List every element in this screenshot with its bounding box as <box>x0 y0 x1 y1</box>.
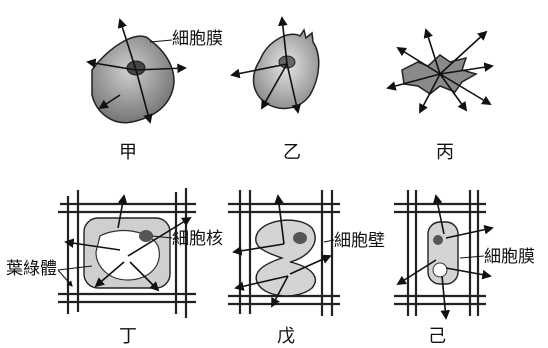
caption-ding: 丁 <box>119 326 137 347</box>
panel-wu: 細胞壁 戊 <box>228 190 385 347</box>
caption-wu: 戊 <box>277 326 295 347</box>
nucleus <box>139 230 153 242</box>
panel-ji: 細胞膜 己 <box>394 190 535 347</box>
caption-jia: 甲 <box>119 142 137 163</box>
plant-cell-wu <box>256 220 316 296</box>
label-cell-membrane-right: 細胞膜 <box>484 247 535 267</box>
label-cell-membrane-top: 細胞膜 <box>172 29 223 49</box>
panel-bing: 丙 <box>388 30 492 163</box>
panel-ding: 細胞核 葉綠體 丁 <box>6 188 223 347</box>
panel-jia: 細胞膜 甲 <box>88 20 223 163</box>
label-chloroplast: 葉綠體 <box>6 259 57 279</box>
caption-yi: 乙 <box>283 142 301 163</box>
panel-yi: 乙 <box>232 18 319 163</box>
label-nucleus: 細胞核 <box>172 229 223 249</box>
caption-ji: 己 <box>428 326 446 347</box>
caption-bing: 丙 <box>436 142 454 163</box>
nucleus <box>433 235 443 245</box>
label-cell-wall: 細胞壁 <box>334 231 385 251</box>
vacuole <box>433 263 447 277</box>
nucleus <box>293 232 307 244</box>
animal-cell-normal <box>92 36 174 123</box>
